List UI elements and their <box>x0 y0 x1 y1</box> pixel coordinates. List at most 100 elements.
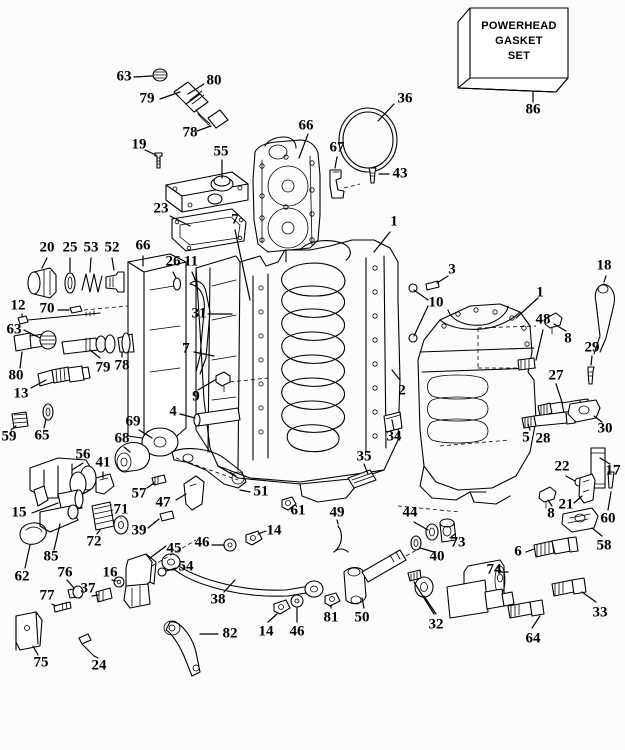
callout-number-77: 77 <box>39 587 55 604</box>
callout-number-78: 78 <box>114 357 130 374</box>
lower-left-plug-assembly <box>13 329 135 389</box>
bolts-48 <box>477 325 544 371</box>
crankcase-cylinders <box>281 262 346 453</box>
callout-number-61: 61 <box>290 502 306 519</box>
callout-number-34: 34 <box>386 428 402 445</box>
anode-bracket-75 <box>15 611 43 656</box>
callout-number-40: 40 <box>429 548 445 565</box>
spark-plug-lead-assembly <box>133 68 229 132</box>
callout-number-80: 80 <box>206 72 222 89</box>
callout-number-78: 78 <box>182 124 198 141</box>
fittings-8 <box>538 312 567 509</box>
callout-number-1: 1 <box>536 284 544 301</box>
callout-number-65: 65 <box>34 427 50 444</box>
callout-number-16: 16 <box>102 564 118 581</box>
callout-number-7: 7 <box>231 211 239 228</box>
parts-69-68-41 <box>95 427 179 495</box>
callout-number-86: 86 <box>525 101 541 118</box>
bolts-27-5-28 <box>439 383 590 447</box>
callout-number-73: 73 <box>450 534 466 551</box>
callout-number-68: 68 <box>114 430 130 447</box>
callout-number-79: 79 <box>139 90 155 107</box>
callout-number-56: 56 <box>75 446 91 463</box>
left-cluster-20-25-53-52 <box>27 257 125 299</box>
callout-number-8: 8 <box>547 505 555 522</box>
o-ring-36 <box>338 103 398 173</box>
callout-number-50: 50 <box>354 609 370 626</box>
sensor-plate-55 <box>165 159 249 213</box>
bracket-cluster <box>51 539 197 613</box>
callout-number-31: 31 <box>191 305 207 322</box>
callout-number-35: 35 <box>356 448 372 465</box>
callout-number-75: 75 <box>33 654 49 671</box>
callout-number-1: 1 <box>390 213 398 230</box>
callout-number-30: 30 <box>597 420 613 437</box>
callout-number-63: 63 <box>6 321 22 338</box>
callout-number-49: 49 <box>329 504 345 521</box>
callout-number-24: 24 <box>91 657 107 674</box>
callout-number-9: 9 <box>192 388 200 405</box>
block-bolt-holes <box>372 265 378 439</box>
manifold-56-cluster <box>19 457 129 569</box>
callout-number-81: 81 <box>323 609 339 626</box>
callout-number-25: 25 <box>62 239 78 256</box>
callout-number-52: 52 <box>104 239 120 256</box>
hose-18 <box>593 275 616 355</box>
link-rod-38 <box>161 496 421 623</box>
callout-number-21: 21 <box>558 496 574 513</box>
gasket-set-box <box>457 7 569 103</box>
callout-number-38: 38 <box>210 591 226 608</box>
callout-number-22: 22 <box>554 458 570 475</box>
screw-19 <box>144 149 163 169</box>
callout-number-67: 67 <box>329 139 345 156</box>
callout-number-27: 27 <box>548 367 564 384</box>
callout-number-32: 32 <box>428 616 444 633</box>
keys-2-34 <box>383 369 403 433</box>
callout-number-4: 4 <box>169 403 177 420</box>
callout-number-14: 14 <box>258 623 274 640</box>
callout-number-33: 33 <box>592 604 608 621</box>
callout-number-54: 54 <box>178 558 194 575</box>
callout-number-36: 36 <box>397 90 413 107</box>
callout-number-53: 53 <box>83 239 99 256</box>
lever-82 <box>163 620 219 677</box>
callout-number-66: 66 <box>135 237 151 254</box>
callout-number-46: 46 <box>194 534 210 551</box>
callout-number-23: 23 <box>153 200 169 217</box>
callout-number-41: 41 <box>95 454 111 471</box>
callout-number-60: 60 <box>600 510 616 527</box>
callout-number-8: 8 <box>564 330 572 347</box>
parts-12-70 <box>17 305 129 325</box>
gasket-box-line-1: POWERHEAD <box>481 20 557 32</box>
callout-number-46: 46 <box>289 623 305 640</box>
callout-number-69: 69 <box>125 413 141 430</box>
callout-number-51: 51 <box>253 483 269 500</box>
callout-number-15: 15 <box>11 504 27 521</box>
callout-number-79: 79 <box>95 359 111 376</box>
callout-number-74: 74 <box>486 561 502 578</box>
callout-number-70: 70 <box>39 300 55 317</box>
callout-number-80: 80 <box>8 367 24 384</box>
callout-number-64: 64 <box>525 630 541 647</box>
linkage-parts <box>146 448 251 529</box>
callout-number-44: 44 <box>402 504 418 521</box>
callout-number-76: 76 <box>57 564 73 581</box>
gasket-23 <box>169 208 247 252</box>
callout-number-85: 85 <box>43 548 59 565</box>
callout-number-59: 59 <box>1 428 17 445</box>
callout-number-45: 45 <box>166 540 182 557</box>
callout-number-3: 3 <box>448 261 456 278</box>
callout-number-28: 28 <box>535 430 551 447</box>
callout-number-14: 14 <box>266 522 282 539</box>
parts-6-58 <box>525 507 603 558</box>
callout-number-13: 13 <box>13 385 29 402</box>
parts-22-17-21-60 <box>565 447 615 511</box>
callout-number-19: 19 <box>131 136 147 153</box>
washers-44-40-73 <box>397 505 461 553</box>
callout-number-66: 66 <box>298 117 314 134</box>
callout-number-55: 55 <box>213 143 229 160</box>
left-side-parts <box>127 229 269 443</box>
callout-number-17: 17 <box>605 462 621 479</box>
